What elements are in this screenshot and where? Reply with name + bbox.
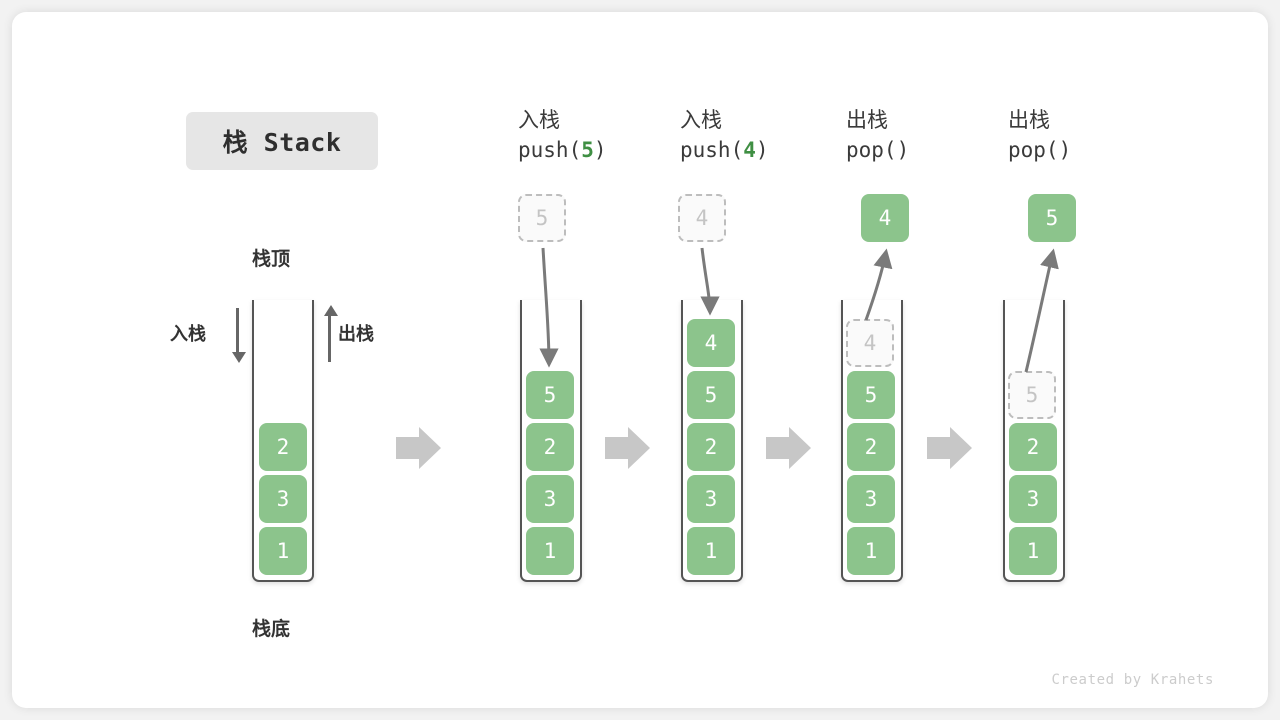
column-header-push-5: 入栈 push(5) [518, 106, 607, 166]
column-header-line1: 出栈 [846, 109, 888, 132]
stack-cell: 1 [1009, 527, 1057, 575]
stack-cell: 3 [687, 475, 735, 523]
stack-top-label: 栈顶 [252, 249, 291, 270]
push-argument: 5 [581, 137, 594, 162]
column-header-pop-2: 出栈 pop() [1008, 106, 1071, 166]
stack-cell: 2 [1009, 423, 1057, 471]
column-header-push-4: 入栈 push(4) [680, 106, 769, 166]
stack-cell: 2 [526, 423, 574, 471]
column-header-line1: 入栈 [680, 109, 722, 132]
stack-cell: 2 [687, 423, 735, 471]
incoming-element-ghost: 4 [678, 194, 726, 242]
popped-element: 5 [1028, 194, 1076, 242]
stack-cell: 3 [847, 475, 895, 523]
stack-cell: 2 [847, 423, 895, 471]
column-header-pop-1: 出栈 pop() [846, 106, 909, 166]
stack-cell: 1 [687, 527, 735, 575]
stack-cell: 5 [526, 371, 574, 419]
credit-footer: Created by Krahets [1051, 672, 1214, 688]
removed-element-ghost: 5 [1008, 371, 1056, 419]
stack-cell: 1 [526, 527, 574, 575]
stack-cell: 4 [687, 319, 735, 367]
pop-direction-label: 出栈 [338, 324, 374, 344]
stack-cell: 5 [687, 371, 735, 419]
column-header-code: pop() [1008, 137, 1072, 162]
push-argument: 4 [743, 137, 756, 162]
stack-cell: 5 [847, 371, 895, 419]
stack-cell: 1 [259, 527, 307, 575]
stack-bottom-label: 栈底 [252, 619, 291, 640]
stack-cell: 1 [847, 527, 895, 575]
popped-element: 4 [861, 194, 909, 242]
stack-cell: 3 [1009, 475, 1057, 523]
push-direction-label: 入栈 [170, 324, 206, 344]
column-header-code: push(4) [680, 137, 769, 162]
column-header-code: pop() [846, 137, 910, 162]
title-badge: 栈 Stack [186, 112, 378, 170]
stack-cell: 3 [526, 475, 574, 523]
column-header-line1: 出栈 [1008, 109, 1050, 132]
removed-element-ghost: 4 [846, 319, 894, 367]
stack-cell: 2 [259, 423, 307, 471]
incoming-element-ghost: 5 [518, 194, 566, 242]
stack-cell: 3 [259, 475, 307, 523]
column-header-line1: 入栈 [518, 109, 560, 132]
column-header-code: push(5) [518, 137, 607, 162]
